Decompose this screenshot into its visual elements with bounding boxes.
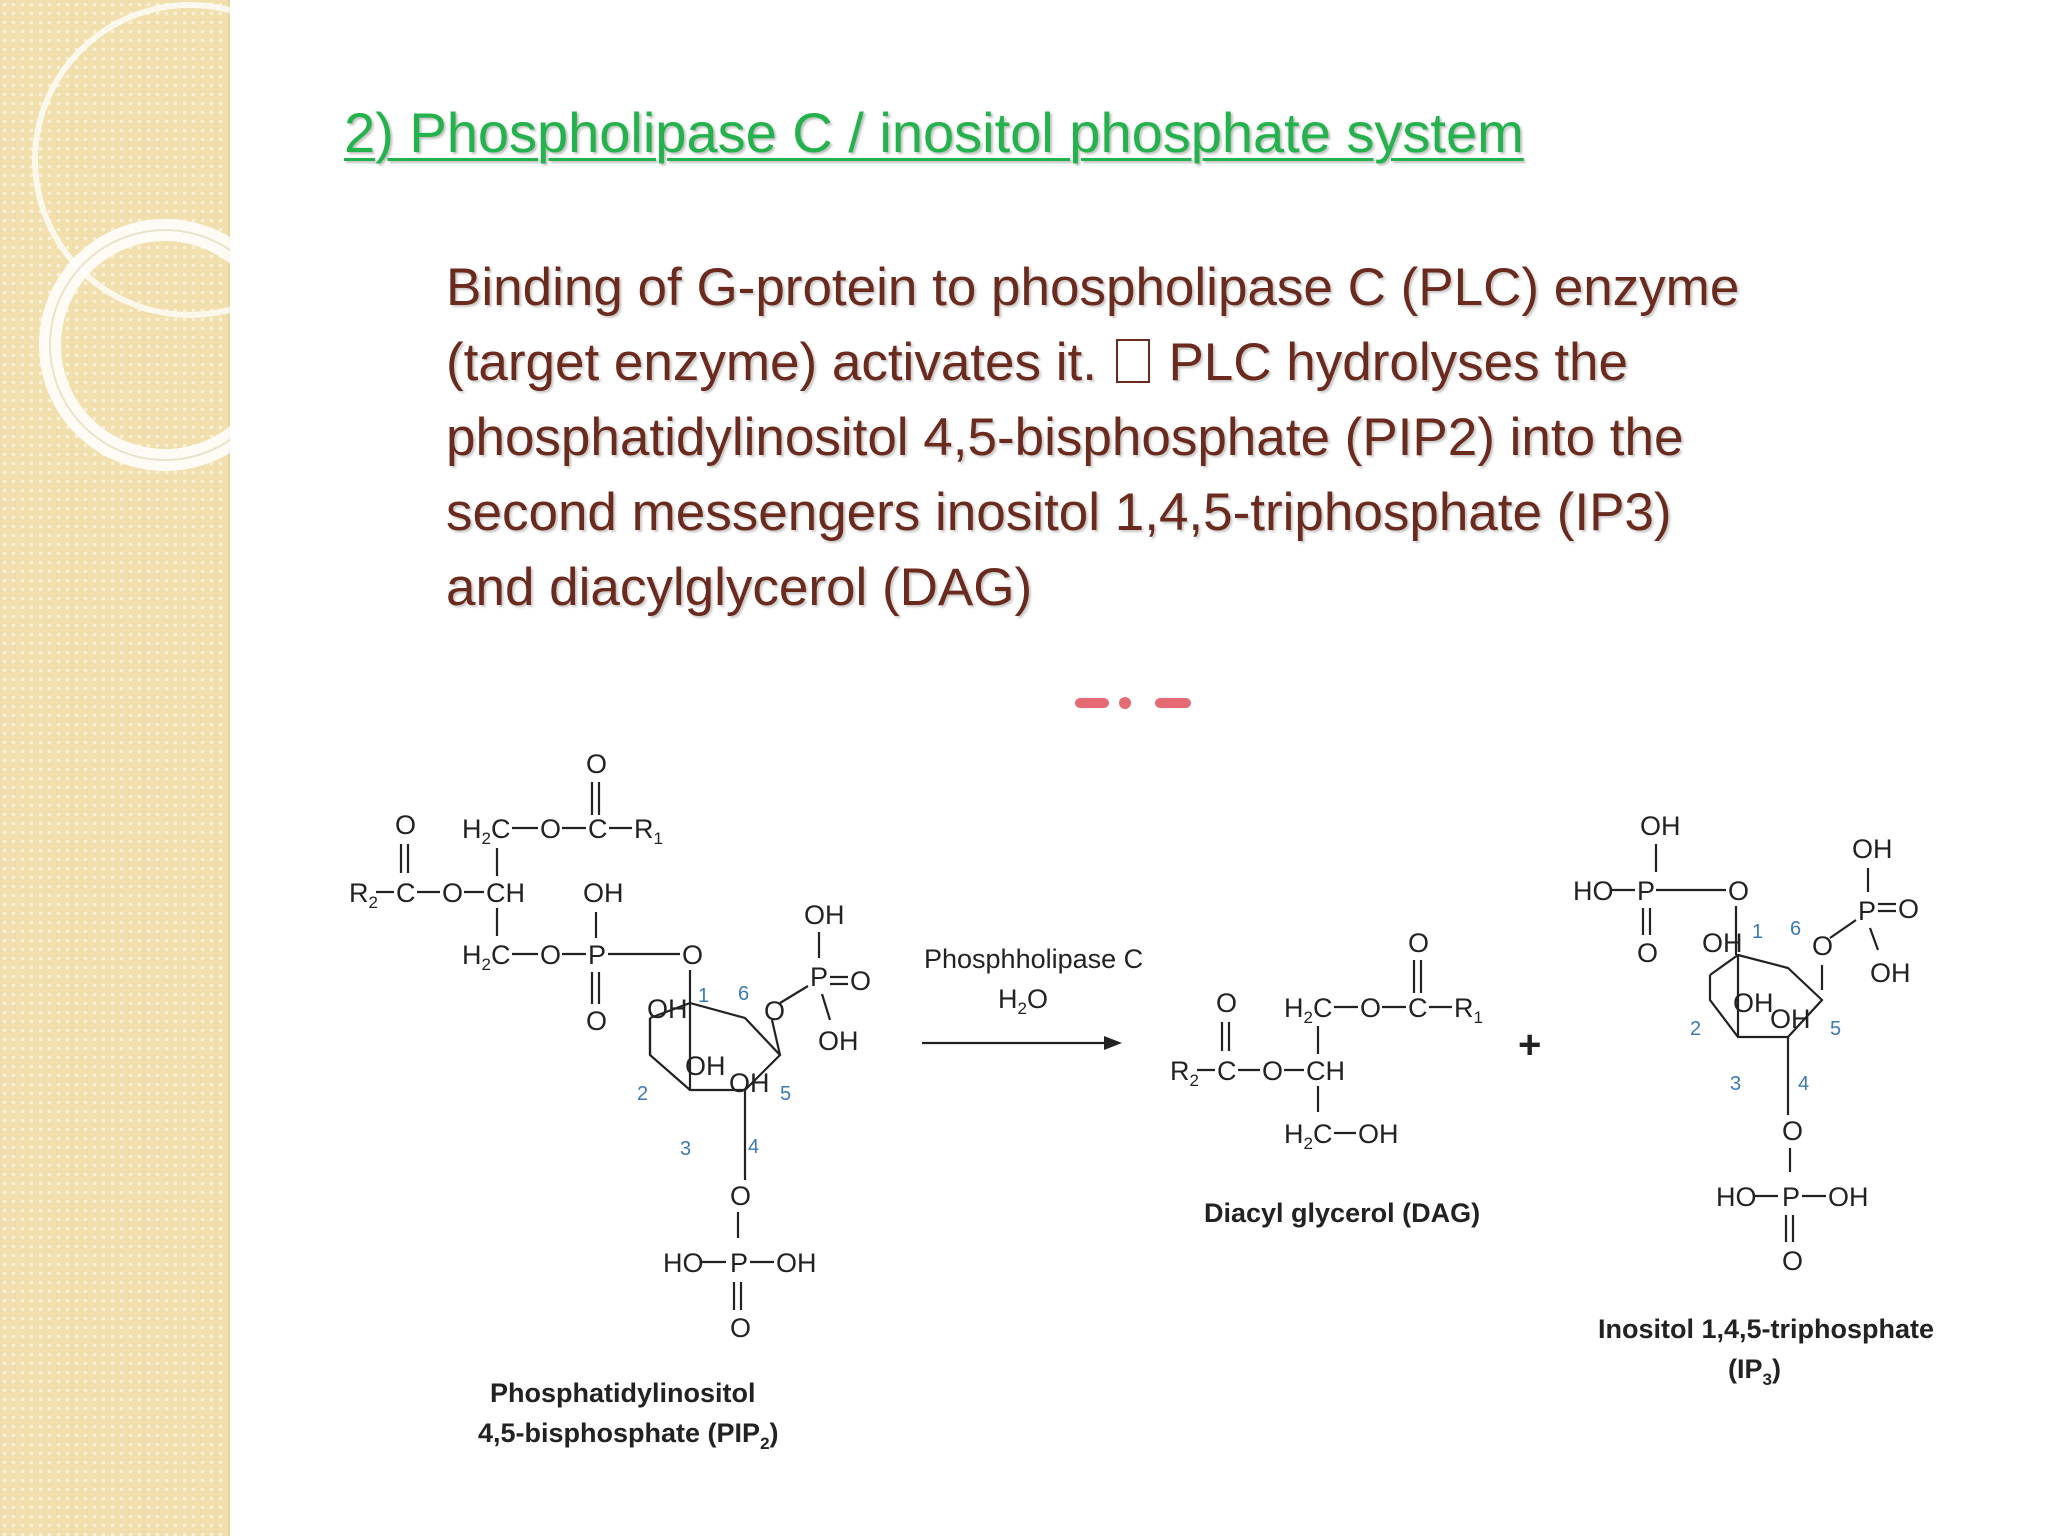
svg-text:O: O [850,966,871,996]
svg-text:O: O [1728,876,1749,906]
svg-text:O: O [682,940,703,970]
dag-label: Diacyl glycerol (DAG) [1204,1198,1480,1228]
svg-text:CH: CH [486,878,525,908]
svg-text:1: 1 [698,985,709,1007]
svg-text:P: P [810,962,828,992]
svg-text:C: C [396,878,416,908]
dag-structure: O H2C O C R1 O R2 C O CH H2C OH [1170,928,1483,1153]
svg-text:O: O [586,1006,607,1036]
svg-text:OH: OH [1733,988,1774,1018]
svg-text:R1: R1 [634,814,663,848]
pip2-label-line-2: 4,5-bisphosphate (PIP2) [478,1418,779,1453]
svg-text:O: O [1782,1246,1803,1276]
svg-text:R2: R2 [349,878,378,912]
missing-glyph-box-icon [1115,339,1150,383]
body-line-3: phosphatidylinositol 4,5-bisphosphate (P… [446,408,1684,467]
svg-text:2: 2 [1690,1018,1701,1040]
svg-text:OH: OH [1640,811,1681,841]
svg-text:R2: R2 [1170,1056,1199,1090]
body-line-2-end: PLC hydrolyses the [1168,333,1628,392]
svg-text:OH: OH [685,1051,726,1081]
svg-text:C: C [588,814,608,844]
decorative-circles [32,2,230,471]
svg-text:OH: OH [804,900,845,930]
svg-text:C: C [1217,1056,1237,1086]
cropped-fragment [1075,697,1191,709]
svg-text:4: 4 [1798,1073,1809,1095]
svg-text:OH: OH [1852,834,1893,864]
svg-text:O: O [1637,938,1658,968]
svg-text:5: 5 [1830,1018,1841,1040]
decorative-side-strip [0,0,230,1536]
svg-text:O: O [442,878,463,908]
svg-text:H2C: H2C [462,814,510,848]
svg-text:O: O [395,810,416,840]
svg-text:O: O [730,1313,751,1343]
svg-text:P: P [1637,876,1655,906]
svg-text:HO: HO [663,1248,704,1278]
svg-text:P: P [588,940,606,970]
svg-text:HO: HO [1573,876,1614,906]
svg-text:3: 3 [680,1138,691,1160]
svg-text:OH: OH [818,1026,859,1056]
svg-text:HO: HO [1716,1182,1757,1212]
svg-text:H2C: H2C [1284,993,1332,1027]
svg-text:C: C [1408,993,1428,1023]
body-line-5: and diacylglycerol (DAG) [446,558,1033,617]
svg-text:O: O [540,814,561,844]
svg-text:OH: OH [1870,958,1911,988]
body-line-4: second messengers inositol 1,4,5-triphos… [446,483,1672,542]
svg-text:O: O [764,996,785,1026]
svg-text:OH: OH [583,878,624,908]
svg-text:O: O [1898,894,1919,924]
enzyme-label: Phosphholipase C [924,944,1143,974]
svg-text:5: 5 [780,1083,791,1105]
svg-text:H2C: H2C [1284,1119,1332,1153]
svg-text:6: 6 [1790,918,1801,940]
plus-sign: + [1518,1023,1541,1067]
pip2-structure: O H2C O C R1 O R2 C O CH H2C O P OH O [349,749,871,1343]
svg-text:O: O [1216,988,1237,1018]
ip3-label-line-2: (IP3) [1728,1354,1781,1389]
svg-text:OH: OH [1828,1182,1869,1212]
svg-text:OH: OH [776,1248,817,1278]
body-paragraph: Binding of G-protein to phospholipase C … [446,250,2006,625]
svg-text:H2C: H2C [462,940,510,974]
svg-text:O: O [1408,928,1429,958]
svg-text:OH: OH [1702,928,1743,958]
pip2-label-line-1: Phosphatidylinositol [490,1378,756,1408]
svg-text:6: 6 [738,983,749,1005]
body-line-2-start: (target enzyme) activates it. [446,333,1097,392]
slide-title: 2) Phospholipase C / inositol phosphate … [344,101,1524,164]
ip3-structure: OH HO P O O OH OH OH 1 6 2 3 4 5 O P O O… [1573,811,1919,1276]
body-line-2: (target enzyme) activates it. PLC hydrol… [446,325,2006,400]
svg-text:2: 2 [637,1083,648,1105]
svg-text:O: O [1812,931,1833,961]
svg-text:O: O [1360,993,1381,1023]
svg-text:3: 3 [1730,1073,1741,1095]
svg-text:OH: OH [729,1068,770,1098]
svg-text:O: O [540,940,561,970]
svg-text:R1: R1 [1454,993,1483,1027]
svg-text:O: O [1262,1056,1283,1086]
svg-text:P: P [1858,896,1876,926]
svg-text:O: O [730,1181,751,1211]
svg-text:OH: OH [1358,1119,1399,1149]
water-label: H2O [998,984,1048,1018]
svg-text:OH: OH [1770,1004,1811,1034]
svg-text:O: O [586,749,607,779]
svg-text:1: 1 [1752,921,1763,943]
reaction-arrow-head [1104,1036,1122,1050]
svg-text:OH: OH [647,994,688,1024]
ip3-label-line-1: Inositol 1,4,5-triphosphate [1598,1314,1934,1344]
body-line-1: Binding of G-protein to phospholipase C … [446,258,1740,317]
svg-text:P: P [730,1248,748,1278]
svg-text:O: O [1782,1116,1803,1146]
svg-text:4: 4 [748,1136,759,1158]
svg-text:P: P [1782,1182,1800,1212]
svg-text:CH: CH [1306,1056,1345,1086]
